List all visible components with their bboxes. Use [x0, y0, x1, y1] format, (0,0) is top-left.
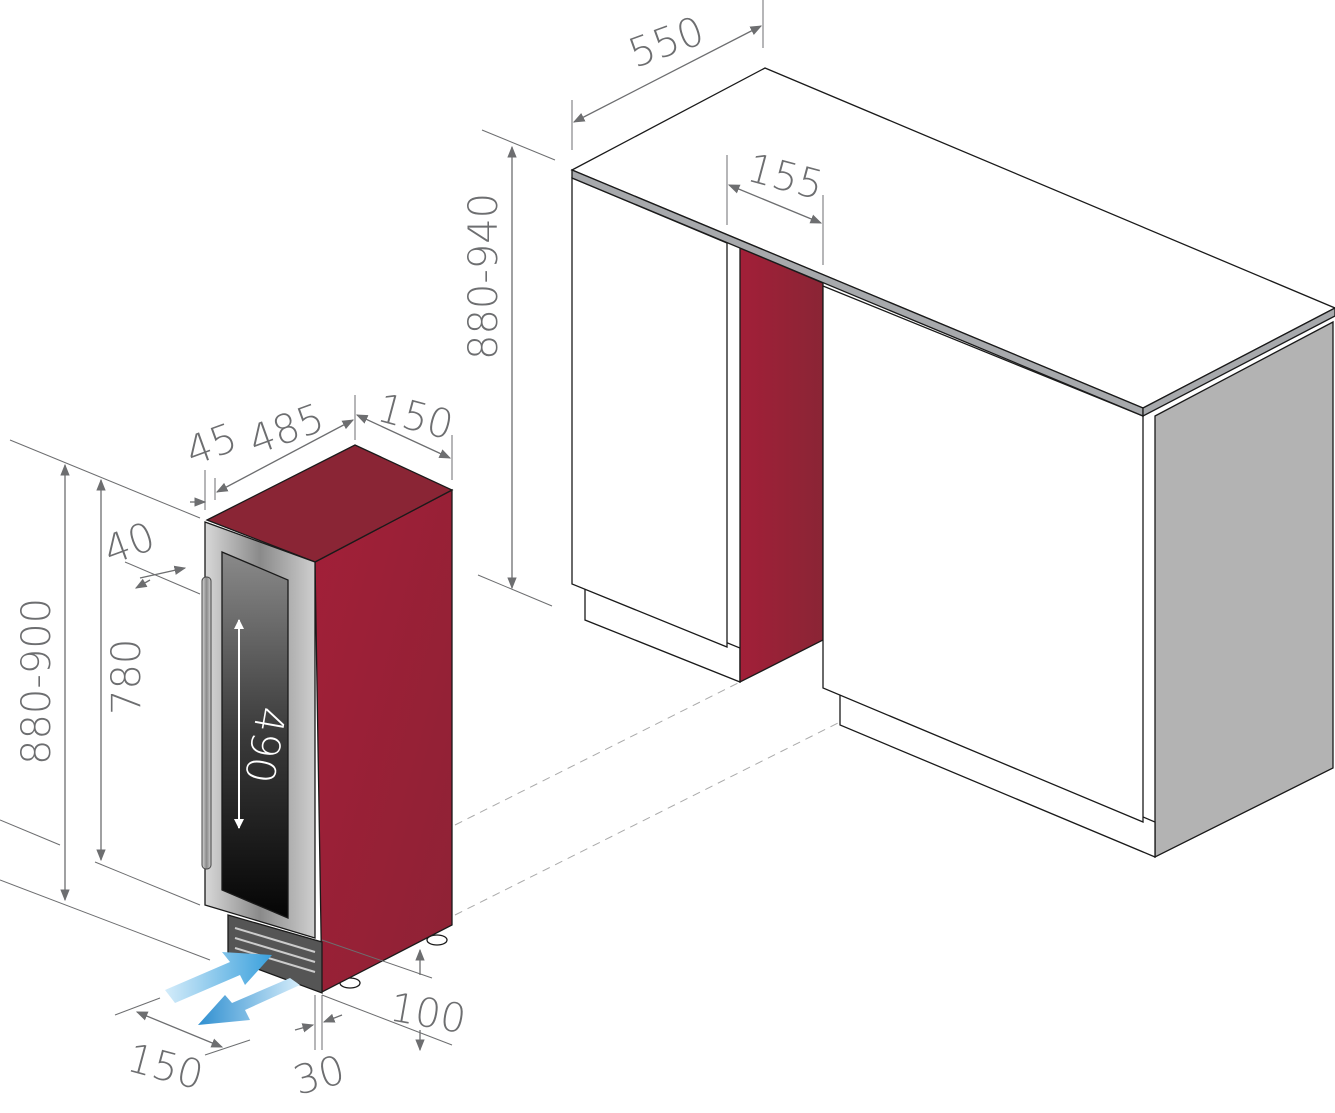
label-install-height: 880-900	[14, 598, 60, 765]
wine-cooler	[201, 444, 454, 994]
right-cabinet-door	[822, 285, 1144, 823]
countertop-side-edge	[1142, 307, 1335, 418]
alignment-guides	[454, 681, 841, 916]
label-cooler-depth: 485	[243, 395, 330, 464]
label-handle-gap: 40	[98, 514, 162, 575]
left-cabinet-door	[571, 177, 728, 648]
label-plinth-depth: 100	[386, 985, 469, 1044]
label-counter-height: 880-940	[461, 193, 507, 360]
niche-back-wall	[739, 247, 824, 684]
cooler-vent-grille	[227, 914, 323, 994]
cabinet-side-panel	[1154, 320, 1334, 859]
cooler-side	[314, 488, 453, 994]
label-vent-width: 150	[122, 1035, 208, 1099]
label-counter-depth: 550	[623, 8, 710, 77]
kitchen-cabinet	[570, 67, 1335, 859]
label-vent-offset: 30	[289, 1047, 350, 1105]
air-intake-arrow-icon	[165, 952, 272, 1003]
dimension-lines	[0, 0, 824, 1056]
airflow-arrows	[165, 952, 300, 1025]
door-handle	[201, 576, 212, 870]
cooler-foot	[426, 934, 448, 946]
label-cooler-height: 780	[104, 639, 150, 715]
vent-slats	[234, 927, 316, 973]
label-door-offset: 45	[180, 415, 244, 476]
air-exhaust-arrow-icon	[198, 978, 300, 1025]
label-cooler-width: 150	[372, 385, 458, 449]
